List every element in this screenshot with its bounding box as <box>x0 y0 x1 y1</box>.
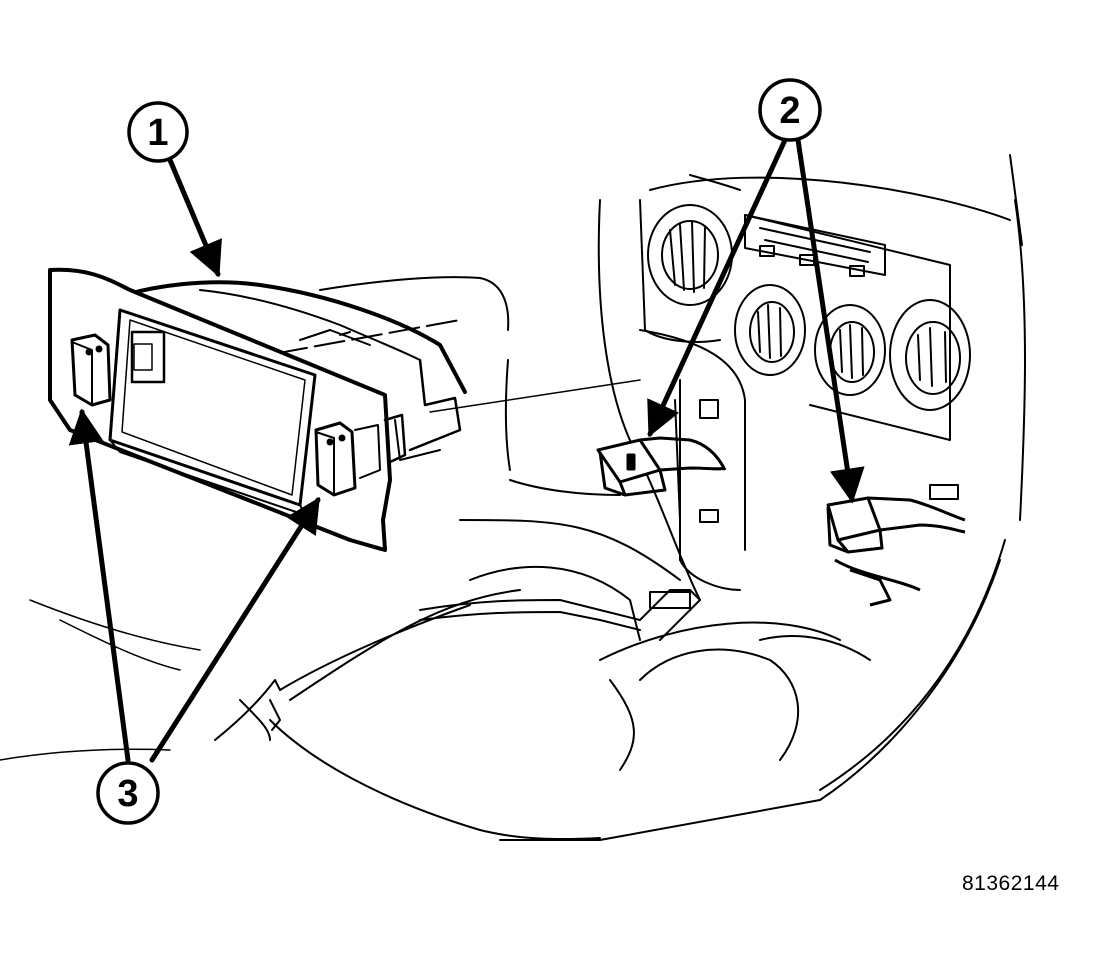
harness-connector-upper <box>596 436 727 497</box>
leader-2-to-lower-connector <box>795 137 865 504</box>
callout-1: 1 <box>127 101 189 163</box>
leader-3-to-right-tab <box>149 497 321 763</box>
callout-3: 3 <box>96 761 160 825</box>
figure-code: 81362144 <box>962 872 1060 895</box>
callout-2: 2 <box>758 78 822 142</box>
leader-2-to-upper-connector <box>647 137 788 438</box>
callout-leaders <box>68 137 865 763</box>
callout-2-label: 2 <box>779 90 800 132</box>
radio-receiver <box>48 267 467 552</box>
leader-1-to-radio <box>167 157 222 278</box>
harness-connector-lower <box>826 496 966 607</box>
callout-3-label: 3 <box>117 773 138 815</box>
leader-3-to-left-tab <box>68 408 131 763</box>
callout-1-label: 1 <box>147 112 168 154</box>
